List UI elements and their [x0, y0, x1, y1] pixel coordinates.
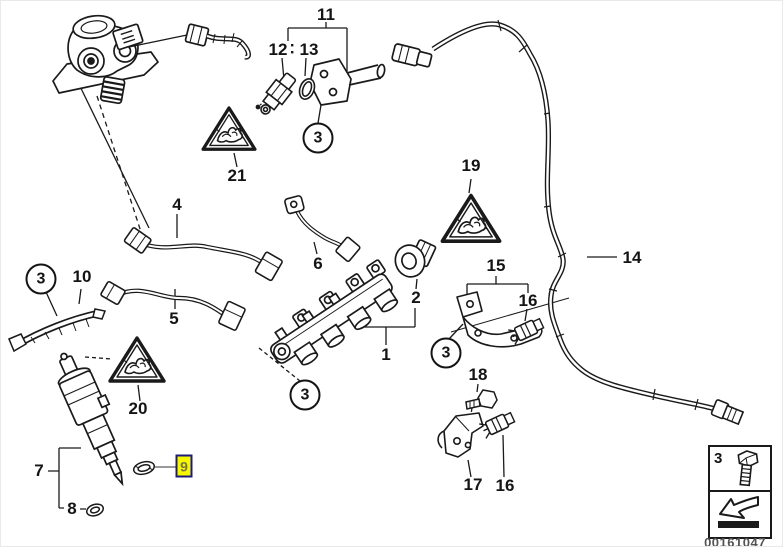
warning-triangle-21-icon [201, 106, 257, 151]
diagram-part-number: 00161047 [704, 535, 766, 547]
callout-6[interactable]: 6 [313, 254, 323, 273]
callout-9[interactable]: 9 [175, 454, 193, 478]
seal-ring-9-art [132, 460, 156, 476]
bolt-icon [737, 450, 759, 487]
callout-10[interactable]: 10 [72, 267, 92, 286]
warning-triangle-19-icon [440, 193, 502, 243]
callout-8[interactable]: 8 [67, 499, 77, 518]
callout-13[interactable]: 13 [299, 40, 319, 59]
clip-16-lower-art [478, 409, 517, 440]
pressure-line-5-art [100, 281, 246, 331]
callout-3c[interactable]: 3 [289, 379, 321, 411]
callout-2[interactable]: 2 [411, 288, 421, 307]
warning-triangle-20-icon [108, 336, 166, 383]
pump-supply-hose-art [128, 23, 251, 60]
direction-arrow-icon [718, 496, 759, 528]
legend-quantity: 3 [714, 450, 723, 467]
fuel-rail-art [270, 259, 399, 366]
legend-bolt-cell: 3 [710, 447, 770, 492]
seal-ring-8-art [85, 503, 105, 517]
callout-3d[interactable]: 3 [430, 337, 462, 369]
callout-19[interactable]: 19 [461, 156, 481, 175]
legend-arrow-cell [710, 492, 770, 537]
callout-7[interactable]: 7 [34, 461, 44, 480]
callout-1[interactable]: 1 [381, 345, 391, 364]
o-ring-13-art [298, 78, 316, 100]
callout-5[interactable]: 5 [169, 309, 179, 328]
injector-7-art [57, 352, 124, 487]
fastener-legend-box: 3 [708, 445, 772, 539]
quick-connector-art [391, 43, 433, 68]
feed-line-14-art [431, 19, 745, 426]
return-line-6-art [284, 195, 361, 263]
callout-3a[interactable]: 3 [302, 122, 334, 154]
callout-14[interactable]: 14 [622, 248, 642, 267]
callout-16a[interactable]: 16 [518, 291, 538, 310]
callout-18[interactable]: 18 [468, 365, 488, 384]
bracket-17-art [437, 412, 484, 458]
callout-12[interactable]: 12 [268, 40, 288, 59]
high-pressure-pump-art [52, 14, 159, 105]
sensor-12-art [260, 72, 297, 115]
callout-17[interactable]: 17 [463, 475, 483, 494]
pressure-line-4-art [123, 227, 283, 282]
callout-15[interactable]: 15 [486, 256, 506, 275]
callout-16b[interactable]: 16 [495, 476, 515, 495]
callout-20[interactable]: 20 [128, 399, 148, 418]
callout-3b[interactable]: 3 [25, 263, 57, 295]
holder-11-art [309, 58, 386, 106]
plug-2-art [394, 239, 437, 278]
callout-21[interactable]: 21 [227, 166, 247, 185]
callout-11[interactable]: 11 [317, 5, 335, 24]
rail-strip-10-art [8, 308, 107, 353]
bolt-18-art [465, 389, 498, 410]
callout-4[interactable]: 4 [172, 195, 182, 214]
